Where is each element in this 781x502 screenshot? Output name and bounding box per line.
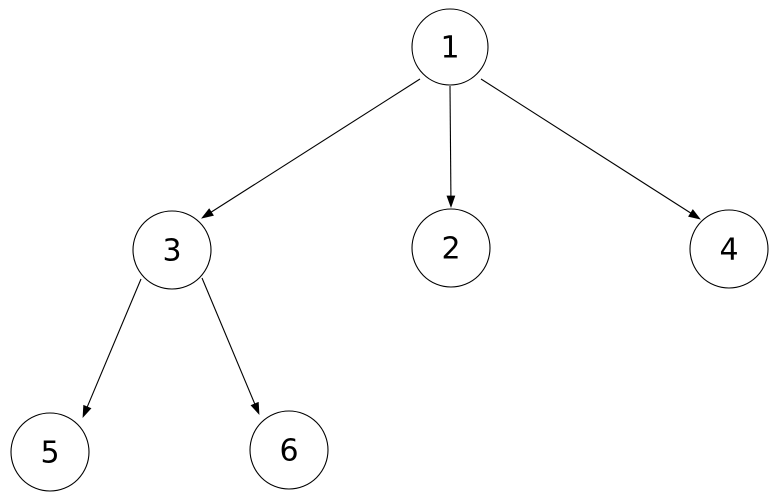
arrowhead-icon <box>250 401 260 415</box>
graph-node-4[interactable]: 4 <box>689 209 769 289</box>
nodes-layer: 1 2 3 4 5 6 <box>10 8 769 492</box>
edge-1-to-4 <box>480 78 701 220</box>
node-label: 2 <box>441 232 460 267</box>
node-circle[interactable] <box>411 208 491 288</box>
arrowhead-icon <box>82 404 92 418</box>
node-label: 3 <box>162 234 181 269</box>
edge-1-to-3 <box>201 78 421 219</box>
graph-node-3[interactable]: 3 <box>132 210 212 290</box>
arrowhead-icon <box>446 195 456 209</box>
arrowhead-icon <box>201 208 214 219</box>
node-circle[interactable] <box>689 209 769 289</box>
node-circle[interactable] <box>249 410 329 490</box>
edge-3-to-5 <box>82 278 142 418</box>
graph-node-6[interactable]: 6 <box>249 410 329 490</box>
edge-line <box>85 278 142 409</box>
edge-1-to-2 <box>446 85 456 209</box>
graph-node-1[interactable]: 1 <box>411 8 489 86</box>
edges-layer <box>82 78 701 418</box>
arrowhead-icon <box>688 209 701 220</box>
node-label: 5 <box>40 436 59 471</box>
node-circle[interactable] <box>132 210 212 290</box>
edge-3-to-6 <box>201 277 260 415</box>
node-label: 6 <box>279 434 298 469</box>
node-label: 4 <box>719 233 738 268</box>
edge-line <box>201 277 257 406</box>
edge-line <box>209 78 421 214</box>
node-circle[interactable] <box>411 8 489 86</box>
node-circle[interactable] <box>10 412 90 492</box>
graph-node-5[interactable]: 5 <box>10 412 90 492</box>
graph-node-2[interactable]: 2 <box>411 208 491 288</box>
edge-line <box>480 78 693 215</box>
node-label: 1 <box>440 31 459 66</box>
edge-line <box>449 85 452 198</box>
